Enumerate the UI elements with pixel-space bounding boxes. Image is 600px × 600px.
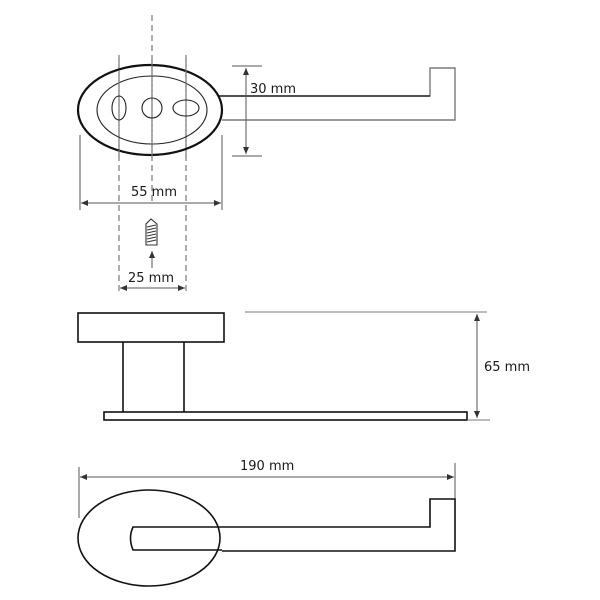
dim-30-label: 30 mm [250,82,296,97]
dim-55-label: 55 mm [131,185,177,200]
plan-base-plate [77,489,221,587]
top-view: 30 mm 55 mm 25 mm [76,15,456,292]
plan-view: 190 mm [77,459,456,587]
screw-icon [145,218,158,246]
right-slot-hole [172,99,200,117]
center-hole [141,97,163,119]
left-slot-hole [111,95,127,121]
plan-arm [129,498,456,552]
base-plate-outer [76,63,224,157]
dim-25-label: 25 mm [128,271,174,286]
side-arm-bar [103,411,468,421]
dim-190-label: 190 mm [240,459,294,474]
dim-65-label: 65 mm [484,360,530,375]
side-base-plate [77,312,225,343]
side-view: 65 mm [77,311,530,421]
